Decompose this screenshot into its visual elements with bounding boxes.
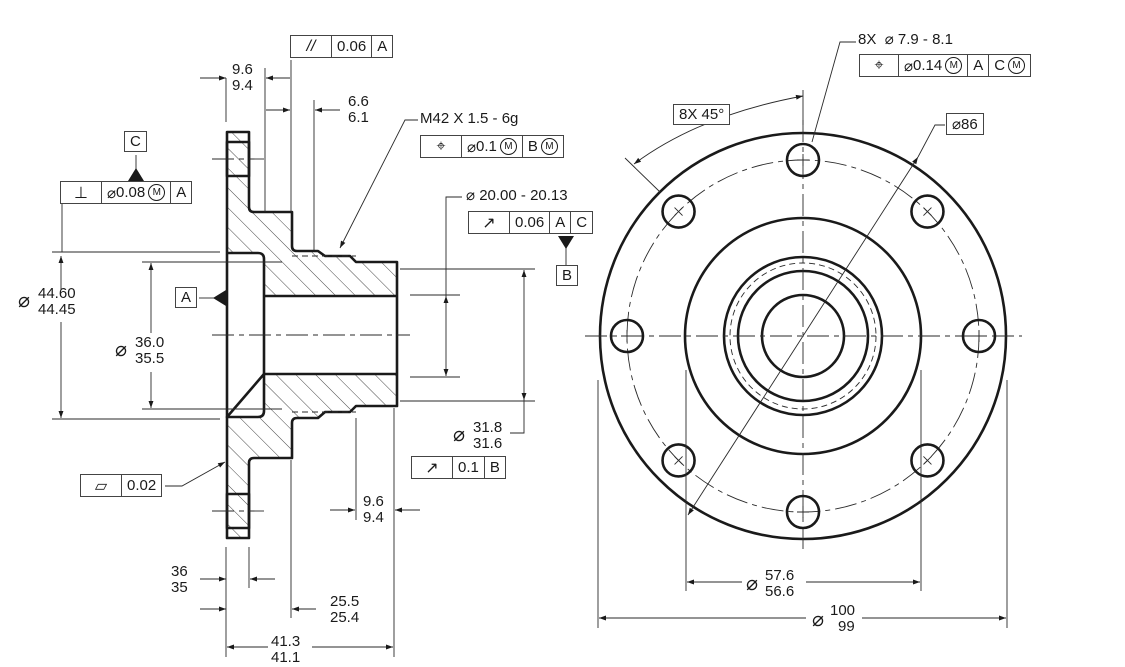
relief-width-dim: 6.6 6.1 (348, 93, 369, 126)
bolt-hole-center-mark (923, 456, 932, 465)
bore-runout-fcf: ↗ 0.06 A C (468, 211, 594, 234)
diameter-icon: ⌀ (115, 339, 128, 361)
hub-od-dim: 57.6 56.6 (765, 567, 795, 600)
shoulder-length-dim: 25.5 25.4 (330, 593, 360, 626)
flatness-icon: ▱ (94, 477, 108, 495)
mmc-icon: M (945, 57, 963, 74)
runout-arrow-icon: ↗ (425, 459, 439, 477)
mmc-icon: M (148, 184, 166, 201)
runout-arrow-icon: ↗ (482, 214, 496, 232)
section-body-upper (227, 132, 397, 296)
datum-c-label: C (124, 131, 147, 152)
bolt-hole-center-mark (797, 506, 809, 518)
hub-diameter-dim: 31.8 31.6 (473, 419, 503, 452)
flange-width-dim: 36 35 (171, 563, 188, 596)
parallelism-fcf: // 0.06 A (290, 35, 394, 58)
bolt-hole-center-mark (797, 154, 809, 166)
section-view (52, 60, 574, 657)
bolt-hole-center-mark (674, 456, 683, 465)
parallelism-icon: // (306, 37, 316, 55)
counterbore-diameter-dim: 36.0 35.5 (135, 334, 165, 367)
diameter-icon: ⌀ (812, 609, 825, 631)
end-view (585, 41, 1022, 628)
datum-c-triangle (128, 168, 144, 181)
counterbore-pocket (225, 251, 266, 419)
bolt-hole-center-mark (973, 330, 985, 342)
diameter-icon: ⌀ (453, 424, 466, 446)
fcf-datum: A (371, 36, 392, 57)
thread-callout: M42 X 1.5 - 6g (420, 110, 519, 127)
flatness-fcf: ▱ 0.02 (80, 474, 163, 497)
bolt-hole (609, 318, 645, 354)
fcf-tolerance: 0.06 (331, 36, 371, 57)
perpendicularity-icon: ⊥ (74, 184, 88, 202)
position-icon: ⌖ (874, 56, 884, 74)
bore-outline (262, 294, 399, 376)
section-outline-lower (225, 374, 399, 540)
hub-runout-fcf: ↗ 0.1 B (411, 456, 506, 479)
datum-a-label: A (175, 287, 198, 308)
bolt-circle-label: ⌀86 (946, 113, 984, 135)
section-body-lower (227, 374, 397, 538)
datum-a-triangle (213, 290, 226, 306)
hole-callout: 8X ⌀ 7.9 - 8.1 (858, 31, 953, 48)
hub-end-length-dim: 9.6 9.4 (363, 493, 384, 526)
angular-spacing-label: 8X 45° (673, 104, 731, 125)
mmc-icon: M (499, 138, 517, 155)
datum-b-label: B (556, 265, 579, 286)
mmc-icon: M (1008, 57, 1026, 74)
diameter-icon: ⌀ (18, 290, 31, 312)
flange-thickness-dim: 9.6 9.4 (232, 61, 253, 94)
pilot-diameter-dim: 44.60 44.45 (38, 285, 76, 318)
diameter-icon: ⌀ (746, 573, 759, 595)
mmc-icon: M (540, 138, 558, 155)
position-icon: ⌖ (436, 137, 446, 155)
bore-callout: ⌀ 20.00 - 20.13 (466, 187, 568, 204)
bolt-hole-center-mark (923, 207, 932, 216)
flange-od-dim: 100 99 (830, 602, 856, 635)
section-outline-upper (225, 130, 399, 296)
bolt-hole (961, 318, 997, 354)
bolt-hole-center-mark (621, 330, 633, 342)
overall-length-dim: 41.3 41.1 (271, 633, 301, 666)
bolt-hole-center-mark (674, 207, 683, 216)
datum-b-triangle (558, 236, 574, 249)
